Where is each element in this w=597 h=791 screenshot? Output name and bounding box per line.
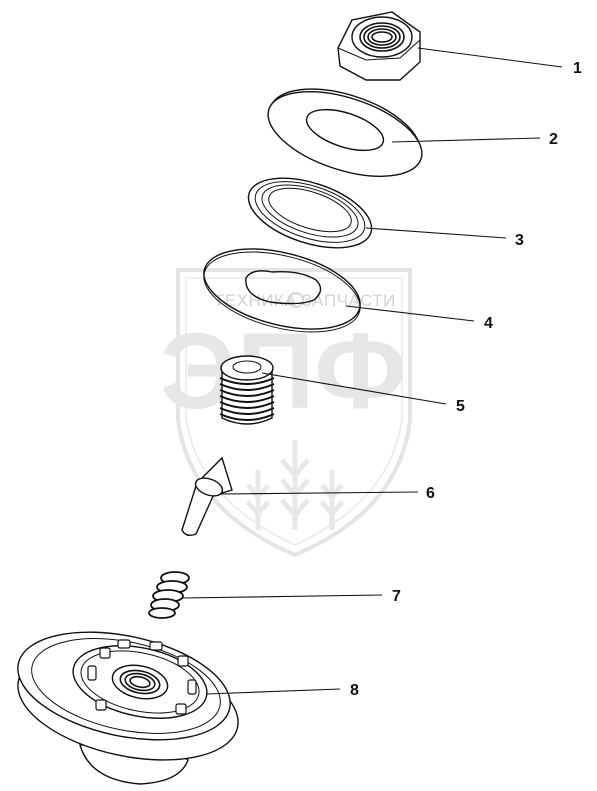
part-2-washer — [267, 88, 423, 177]
watermark-logo: ТЕХНИКА ЗАПЧАСТИ ЭПФ — [160, 268, 412, 558]
gear-icon — [288, 292, 304, 308]
callout-3: 3 — [515, 232, 524, 249]
part-4-gasket — [203, 248, 361, 333]
callout-1: 1 — [573, 60, 582, 77]
part-6-pin — [181, 456, 233, 537]
watermark-brand-text: ТЕХНИКА ЗАПЧАСТИ — [214, 291, 396, 310]
callout-5: 5 — [456, 398, 465, 415]
wheat-icon — [246, 440, 344, 530]
callout-8: 8 — [350, 682, 359, 699]
leader-lines — [181, 47, 563, 695]
part-1-hex-nut — [337, 11, 421, 81]
callout-2: 2 — [549, 131, 558, 148]
part-7-spring — [148, 571, 190, 619]
callout-4: 4 — [484, 315, 493, 332]
part-5-threaded-insert — [219, 355, 275, 425]
watermark-logo-letters: ЭПФ — [160, 310, 407, 431]
callout-labels: 1 2 3 4 5 6 7 8 — [350, 60, 582, 699]
callout-6: 6 — [426, 485, 435, 502]
part-3-seal-ring — [247, 177, 373, 249]
callout-7: 7 — [392, 588, 401, 605]
part-8-housing — [17, 631, 239, 785]
